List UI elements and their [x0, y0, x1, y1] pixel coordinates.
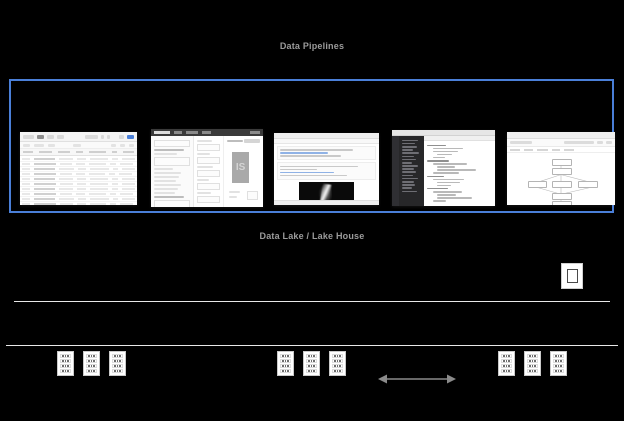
metadata-form-screenshot[interactable]: IS	[151, 129, 263, 207]
dag-node	[552, 201, 572, 205]
data-pipelines-title: Data Pipelines	[279, 41, 345, 51]
dag-tab-bar[interactable]	[507, 147, 615, 153]
lakehouse-divider-bottom	[6, 345, 618, 346]
server-rack-icon[interactable]	[57, 351, 74, 376]
editor-code-area[interactable]	[423, 141, 495, 206]
table-row	[20, 182, 137, 187]
form-sidebar	[151, 136, 195, 207]
chip-icon-core	[566, 269, 578, 283]
data-table-screenshot[interactable]	[20, 132, 137, 205]
server-rack-icon[interactable]	[329, 351, 346, 376]
server-rack-icon[interactable]	[277, 351, 294, 376]
editor-tab-bar[interactable]	[423, 136, 495, 141]
table-toolbar	[20, 132, 137, 142]
dag-node	[552, 167, 572, 175]
double-headed-arrow-icon	[378, 374, 456, 384]
image-placeholder: IS	[232, 151, 249, 183]
notebook-cell	[277, 146, 376, 161]
table-row	[20, 172, 137, 177]
pipeline-thumbnail-strip: IS	[13, 125, 615, 209]
server-group-right	[498, 351, 567, 376]
table-header-row	[20, 149, 137, 156]
editor-file-explorer	[399, 136, 424, 206]
form-preview-pane: IS	[223, 136, 263, 207]
table-row	[20, 167, 137, 172]
server-group-left	[57, 351, 126, 376]
notebook-statusbar	[274, 200, 379, 205]
dag-node	[552, 192, 572, 200]
notebook-cell	[277, 162, 376, 180]
table-row	[20, 187, 137, 192]
notebook-menubar	[274, 133, 379, 139]
table-row	[20, 202, 137, 205]
dag-node	[552, 158, 572, 166]
server-rack-icon[interactable]	[83, 351, 100, 376]
dag-node	[552, 180, 572, 188]
lakehouse-divider-top	[14, 301, 610, 302]
table-row	[20, 162, 137, 167]
notebook-image-output	[299, 181, 354, 205]
notebook-toolbar	[274, 139, 379, 144]
server-rack-icon[interactable]	[550, 351, 567, 376]
table-filter-bar	[20, 142, 137, 149]
table-row	[20, 197, 137, 202]
dag-node	[527, 180, 547, 188]
server-rack-icon[interactable]	[303, 351, 320, 376]
app-navbar	[151, 129, 263, 136]
server-rack-icon[interactable]	[109, 351, 126, 376]
table-row	[20, 177, 137, 182]
table-rows	[20, 156, 137, 205]
data-lake-title: Data Lake / Lake House	[259, 231, 365, 241]
server-rack-icon[interactable]	[524, 351, 541, 376]
server-group-middle	[277, 351, 346, 376]
table-row	[20, 157, 137, 162]
notebook-screenshot[interactable]	[274, 133, 379, 205]
editor-activity-rail	[392, 136, 400, 206]
form-fields-column	[194, 136, 224, 207]
editor-titlebar	[392, 130, 495, 136]
server-rack-icon[interactable]	[498, 351, 515, 376]
code-editor-screenshot[interactable]	[392, 130, 495, 206]
table-row	[20, 192, 137, 197]
dag-titlebar	[507, 132, 615, 139]
dag-graph-screenshot[interactable]	[507, 132, 615, 205]
chip-icon[interactable]	[561, 263, 583, 289]
dag-toolbar	[507, 139, 615, 147]
preview-action-button[interactable]	[244, 139, 260, 143]
dag-canvas[interactable]	[507, 153, 615, 205]
dag-node	[578, 180, 598, 188]
